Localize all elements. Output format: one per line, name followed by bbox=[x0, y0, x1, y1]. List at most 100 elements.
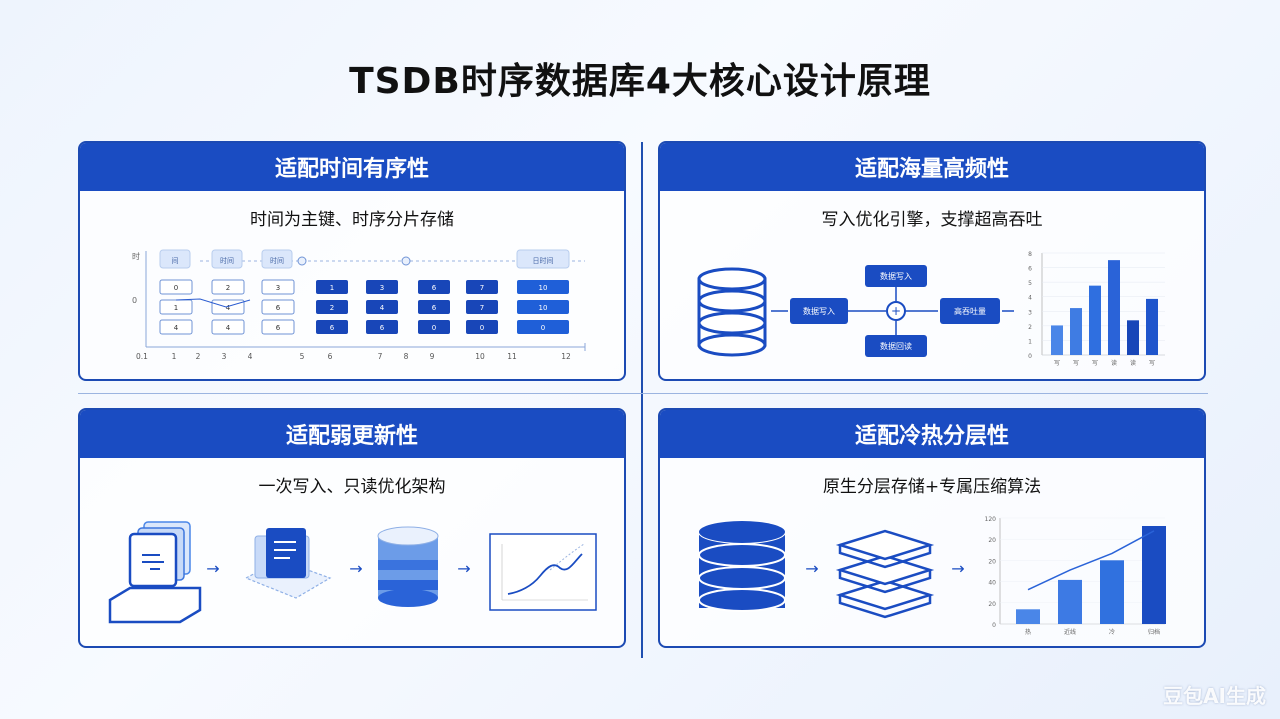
shard-cell bbox=[159, 279, 193, 295]
shard-cell bbox=[316, 280, 348, 294]
shard-cell bbox=[466, 320, 498, 334]
shard-cell bbox=[517, 300, 569, 314]
storage-layer-side-icon bbox=[838, 570, 932, 594]
panel-subtitle: 原生分层存储+专属压缩算法 bbox=[822, 477, 1042, 497]
shard-cell bbox=[261, 279, 295, 295]
shard-cell bbox=[261, 299, 295, 315]
shard-cell bbox=[366, 280, 398, 294]
panel-weak-update: 适配弱更新性 一次写入、只读优化架构 →→→ bbox=[78, 408, 626, 648]
shard-cell-value: 0 bbox=[432, 324, 436, 332]
input-box bbox=[790, 298, 848, 324]
x-tick-label: 写 bbox=[1092, 360, 1098, 367]
x-tick-label: 8 bbox=[404, 352, 409, 361]
shard-cell bbox=[211, 319, 245, 335]
bottom-label: 数据回读 bbox=[880, 341, 912, 351]
tiered-storage-diagram: →→120202040200热近线冷归档 bbox=[698, 516, 1166, 636]
bar bbox=[1108, 260, 1120, 355]
block-front-icon bbox=[266, 528, 306, 578]
x-tick-label: 12 bbox=[561, 352, 571, 361]
shard-cell bbox=[418, 280, 450, 294]
column-header bbox=[516, 249, 570, 269]
x-tick-label: 9 bbox=[430, 352, 435, 361]
shard-cell bbox=[418, 320, 450, 334]
x-tick-label: 1 bbox=[172, 352, 177, 361]
shard-cell bbox=[316, 320, 348, 334]
y-tick-label: 20 bbox=[988, 601, 996, 608]
bar bbox=[1070, 308, 1082, 355]
shard-cell-value: 6 bbox=[276, 304, 281, 312]
y-tick-label: 1 bbox=[1028, 338, 1032, 345]
read-chart-trend bbox=[549, 543, 585, 571]
shard-cell bbox=[517, 280, 569, 294]
x-tick-label: 热 bbox=[1025, 628, 1031, 636]
storage-layer-icon bbox=[835, 529, 935, 561]
y-tick-label: 0 bbox=[992, 622, 996, 629]
shard-cell bbox=[261, 319, 295, 335]
x-tick-label: 写 bbox=[1073, 360, 1079, 367]
column-header-label: 日时间 bbox=[533, 256, 554, 265]
page-title: TSDB时序数据库4大核心设计原理 bbox=[349, 61, 931, 102]
x-tick-label: 2 bbox=[196, 352, 201, 361]
shard-cell-value: 2 bbox=[226, 284, 230, 292]
shard-cell-value: 3 bbox=[380, 284, 384, 292]
y-tick-label: 5 bbox=[1028, 280, 1032, 287]
bar bbox=[1089, 285, 1101, 355]
y-tick-label: 6 bbox=[1028, 266, 1032, 273]
shard-cell-value: 6 bbox=[380, 324, 385, 332]
shard-cell-value: 10 bbox=[539, 284, 548, 292]
panel-title: 适配弱更新性 bbox=[80, 410, 624, 458]
bar bbox=[1146, 298, 1158, 355]
shard-cell-value: 6 bbox=[276, 324, 281, 332]
document-front-icon bbox=[128, 532, 178, 588]
shard-cell-value: 4 bbox=[226, 304, 231, 312]
y-axis-label: 时 bbox=[132, 251, 140, 261]
shard-cell-value: 2 bbox=[330, 304, 334, 312]
y-tick-label: 40 bbox=[988, 580, 996, 587]
shard-cell bbox=[159, 319, 193, 335]
shard-cell-value: 6 bbox=[432, 284, 437, 292]
top-label: 数据写入 bbox=[880, 271, 912, 281]
document-lines-icon bbox=[142, 554, 164, 570]
column-header bbox=[159, 249, 191, 269]
shard-cell bbox=[211, 279, 245, 295]
x-tick-label: 11 bbox=[507, 352, 517, 361]
shard-cell bbox=[366, 300, 398, 314]
block-lines-icon bbox=[274, 541, 296, 559]
database-disk bbox=[697, 289, 767, 313]
bar bbox=[1127, 320, 1139, 355]
column-header-label: 时间 bbox=[220, 256, 234, 265]
shard-cell bbox=[366, 320, 398, 334]
panel-title: 适配海量高频性 bbox=[660, 143, 1204, 191]
horizontal-divider bbox=[78, 393, 1208, 394]
top-box bbox=[865, 265, 927, 287]
database-disk bbox=[697, 311, 767, 335]
shard-cell bbox=[316, 300, 348, 314]
x-tick-label: 3 bbox=[222, 352, 227, 361]
shard-cell-value: 4 bbox=[380, 304, 385, 312]
x-tick-label: 归档 bbox=[1148, 628, 1160, 636]
x-tick-label: 写 bbox=[1054, 360, 1060, 367]
watermark: 豆包AI生成 bbox=[1163, 684, 1266, 708]
bar bbox=[1100, 560, 1124, 624]
column-header-label: 间 bbox=[172, 257, 179, 265]
y-tick-label: 120 bbox=[985, 516, 997, 523]
x-tick-label: 5 bbox=[300, 352, 305, 361]
x-tick-label: 近线 bbox=[1064, 628, 1076, 636]
tray-icon bbox=[108, 586, 202, 624]
y-tick-label: 0 bbox=[1028, 353, 1032, 360]
y-tick-label: 3 bbox=[1028, 309, 1032, 316]
shard-cell bbox=[517, 320, 569, 334]
panel-title: 适配冷热分层性 bbox=[660, 410, 1204, 458]
y-tick-label: 20 bbox=[988, 558, 996, 565]
database-disk bbox=[697, 267, 767, 291]
shard-cell-value: 0 bbox=[541, 324, 545, 332]
x-tick-label: 7 bbox=[378, 352, 383, 361]
arrow-icon: → bbox=[951, 559, 964, 578]
write-engine-diagram: 数据写入+数据写入数据回读高吞吐量86543210写写写读读写 bbox=[697, 251, 1165, 367]
trend-line bbox=[1027, 530, 1155, 591]
cylinder-band-icon bbox=[378, 580, 438, 590]
database-disk bbox=[698, 566, 786, 590]
x-tick-label: 4 bbox=[248, 352, 253, 361]
